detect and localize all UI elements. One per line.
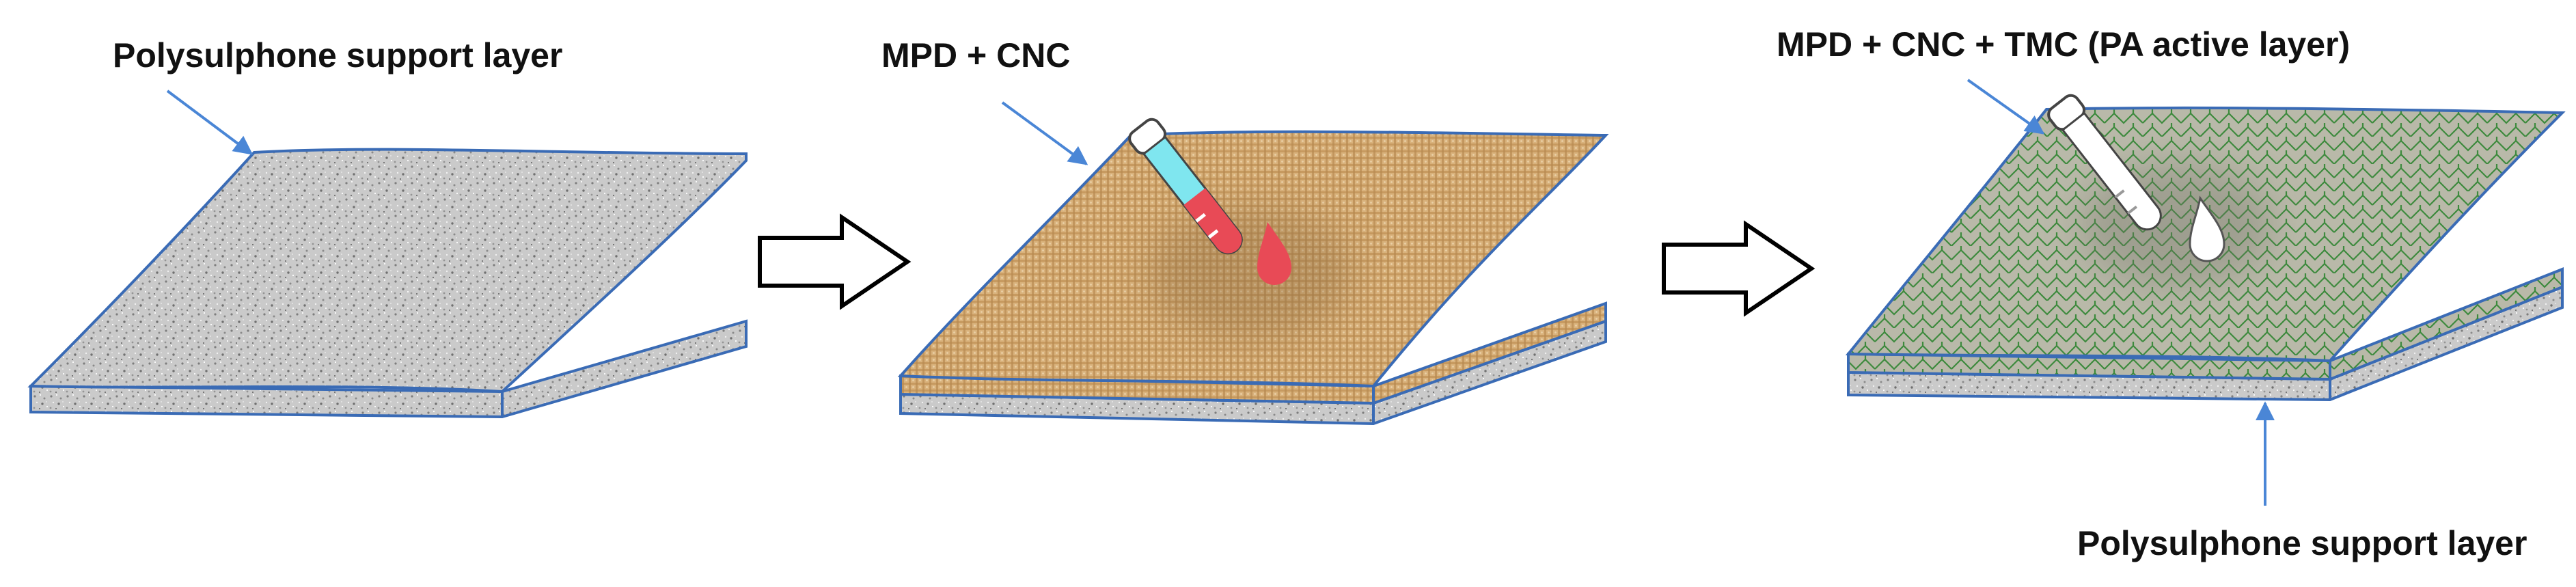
mpd-cnc-sheet bbox=[897, 130, 1609, 426]
droplet-icon bbox=[1257, 222, 1291, 285]
pointer-support-top bbox=[166, 90, 254, 155]
process-arrow-1 bbox=[758, 213, 912, 310]
process-arrow-2 bbox=[1662, 220, 1815, 317]
test-tube-icon bbox=[1128, 118, 1243, 255]
pointer-pa-active bbox=[1967, 79, 2045, 135]
pa-droplet-icon bbox=[2189, 195, 2225, 262]
support-sheet-top-face bbox=[27, 148, 748, 394]
label-mpd-cnc: MPD + CNC bbox=[881, 36, 1070, 74]
pa-test-tube-icon bbox=[2047, 94, 2162, 231]
label-support-layer-top: Polysulphone support layer bbox=[113, 36, 562, 74]
support-layer-sheet bbox=[27, 148, 748, 419]
label-support-layer-bottom: Polysulphone support layer bbox=[2077, 524, 2527, 562]
label-pa-active-layer: MPD + CNC + TMC (PA active layer) bbox=[1777, 25, 2350, 64]
pointer-mpd-cnc bbox=[1001, 101, 1088, 165]
